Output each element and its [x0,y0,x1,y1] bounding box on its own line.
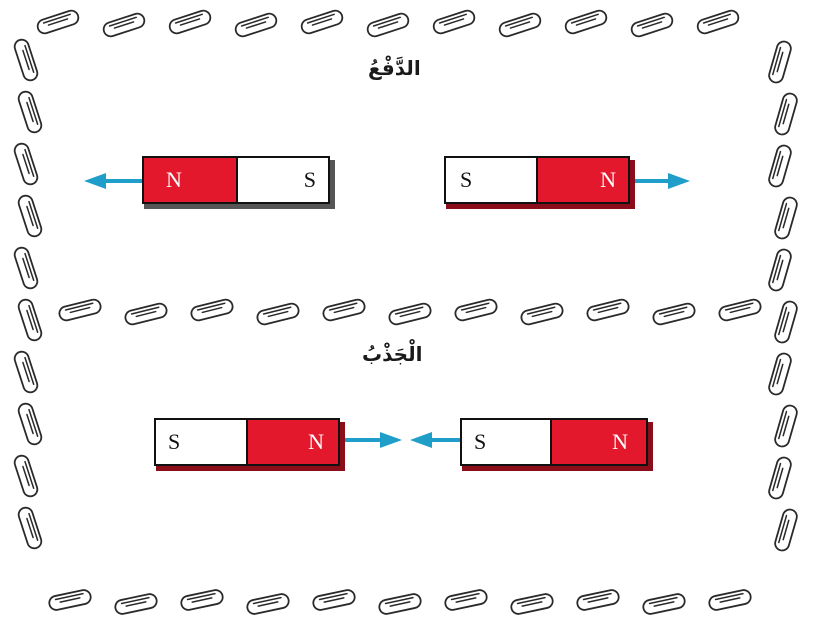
paperclip-icon [454,298,498,322]
attraction-title: الْجَذْبُ [362,342,423,366]
pole-label: S [168,429,181,454]
paperclip-icon [124,302,168,326]
north-pole: N [538,156,630,204]
pole-label: N [612,429,628,454]
paperclip-icon [13,38,39,82]
paperclip-icon [366,12,410,38]
paperclip-icon [17,90,43,134]
arrow-icon [410,432,460,448]
force-arrows [84,173,690,448]
paperclip-icon [378,593,422,615]
paperclip-icon [774,300,798,344]
paperclip-icon [234,12,278,38]
paperclip-icon [17,194,43,238]
paperclip-icon [190,298,234,322]
paperclip-icon [58,298,102,322]
paperclip-icon [13,246,39,290]
arrow-icon [634,173,690,189]
paperclip-icon [652,302,696,326]
north-pole: N [142,156,238,204]
attraction-magnet-right: S N [460,418,653,471]
paperclip-icon [774,404,798,448]
pole-label: N [166,167,182,192]
paperclip-icon [718,298,762,322]
paperclip-icon [564,9,608,35]
paperclip-icon [444,589,488,611]
magnet-depth [340,422,345,471]
pole-label: S [303,167,316,192]
north-pole: N [248,418,340,466]
magnet-depth [462,466,648,471]
paperclip-icon [13,142,39,186]
magnet-depth [630,160,635,209]
paperclip-icon [168,9,212,35]
attraction-magnet-left: S N [154,418,345,471]
pole-label: N [308,429,324,454]
south-pole: S [444,156,538,204]
paperclip-icon [768,352,792,396]
paperclip-icon [774,92,798,136]
paperclip-icon [768,248,792,292]
paperclip-icon [642,593,686,615]
magnet-depth [144,204,330,209]
pole-label: S [460,167,473,192]
paperclip-icon [48,589,92,611]
magnet-depth [446,204,630,209]
paperclip-icon [774,196,798,240]
paperclip-icon [696,9,740,35]
paperclip-icon [180,589,224,611]
paperclip-icon [114,593,158,615]
paperclip-icon [300,9,344,35]
paperclip-icon [322,298,366,322]
south-pole: S [238,156,330,204]
arrow-icon [84,173,142,189]
paperclip-icon [774,508,798,552]
paperclip-icon [432,9,476,35]
repulsion-magnet-left: N S [142,156,335,209]
paperclip-icon [13,350,39,394]
arrow-icon [342,432,402,448]
repulsion-title: الدَّفْعُ [368,56,421,80]
north-pole: N [552,418,648,466]
paperclip-icon [498,12,542,38]
paperclip-icon [708,589,752,611]
paperclip-icon [256,302,300,326]
paperclip-icon [17,298,43,342]
paperclip-icon [388,302,432,326]
magnet-depth [330,160,335,209]
south-pole: S [154,418,248,466]
paperclip-icon [586,298,630,322]
paperclip-icon [17,402,43,446]
paperclip-icon [768,40,792,84]
paperclip-icon [576,589,620,611]
paperclip-icon [17,506,43,550]
paperclip-icon [13,454,39,498]
paperclip-icon [246,593,290,615]
paperclip-icon [768,144,792,188]
magnet-depth [156,466,340,471]
pole-label: S [474,429,487,454]
south-pole: S [460,418,552,466]
paperclip-icon [36,9,80,35]
paperclip-chain [13,9,798,615]
paperclip-icon [510,593,554,615]
paperclip-icon [768,456,792,500]
magnet-depth [648,422,653,471]
paperclip-icon [312,589,356,611]
paperclip-icon [102,12,146,38]
paperclip-icon [520,302,564,326]
paperclip-icon [630,12,674,38]
pole-label: N [600,167,616,192]
repulsion-magnet-right: S N [444,156,635,209]
